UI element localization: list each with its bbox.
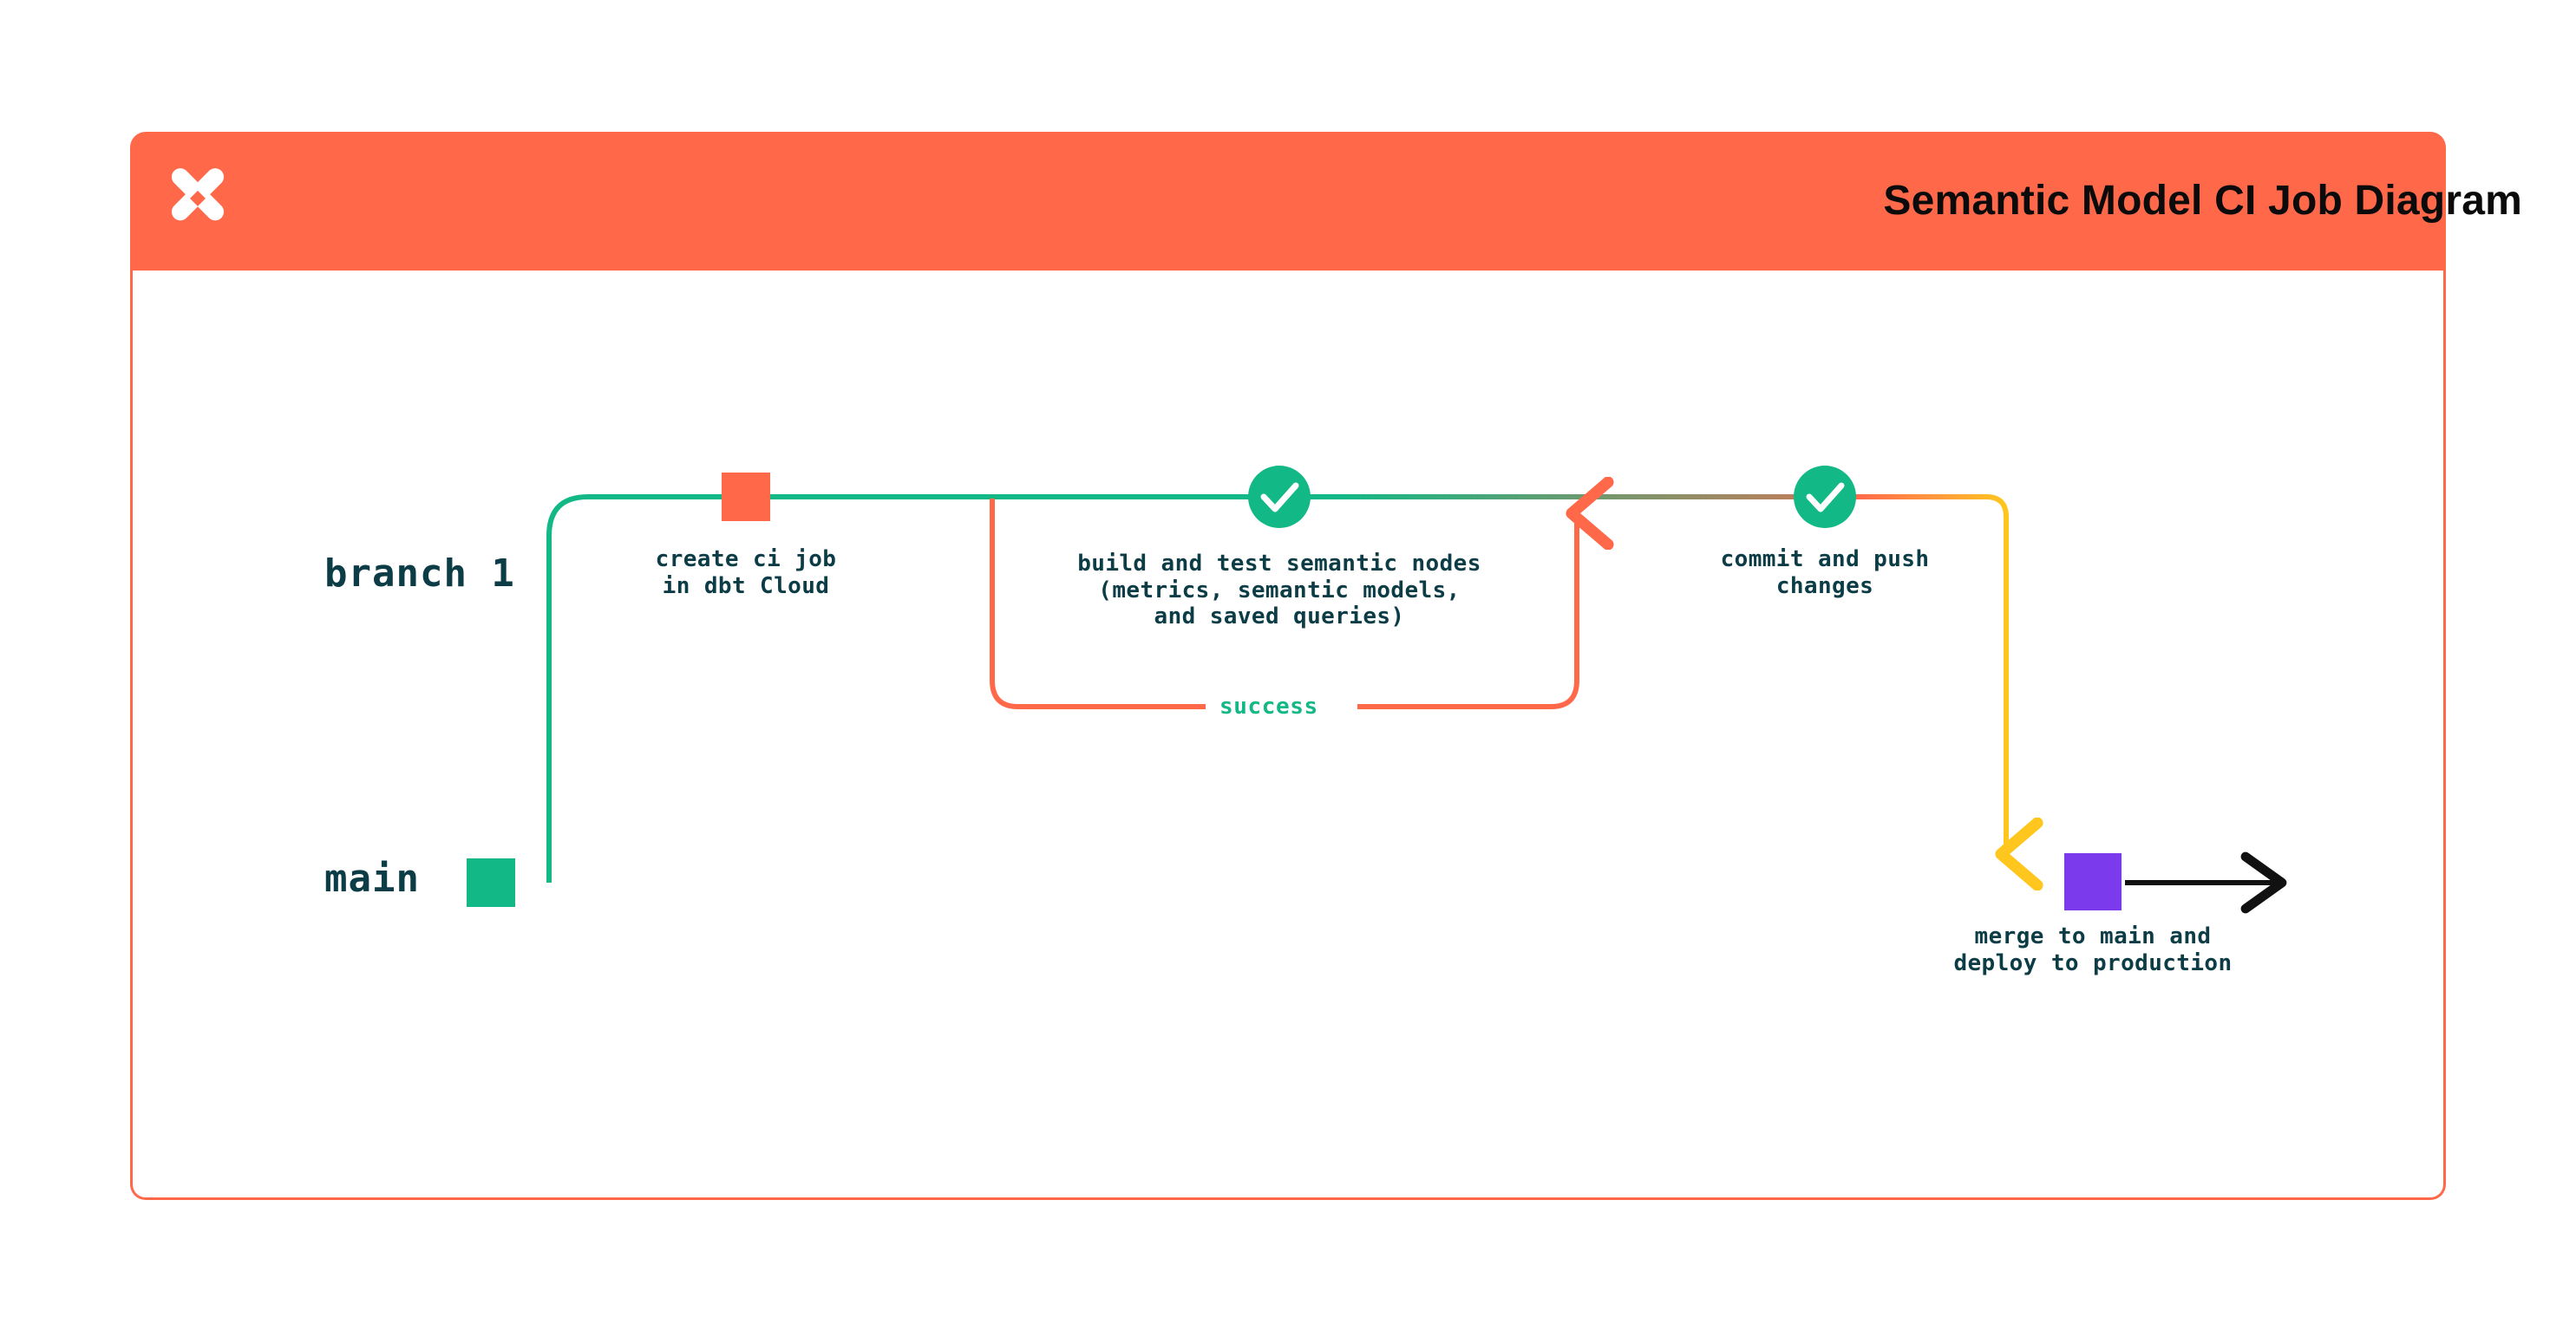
caption-create-ci-job: create ci job in dbt Cloud xyxy=(655,546,837,599)
diagram-card xyxy=(130,132,2446,1200)
page-title: Semantic Model CI Job Diagram xyxy=(1883,178,2522,224)
caption-build-and-test: build and test semantic nodes (metrics, … xyxy=(1077,551,1481,630)
edge-label-success: success xyxy=(1219,694,1318,720)
caption-merge-to-main: merge to main and deploy to production xyxy=(1953,923,2233,976)
dbt-logo-icon xyxy=(158,161,238,241)
card-body xyxy=(130,271,2446,1200)
card-header xyxy=(130,132,2446,272)
branch-label-branch-1: branch 1 xyxy=(324,551,515,596)
branch-label-main: main xyxy=(324,857,420,901)
caption-commit-and-push: commit and push changes xyxy=(1720,546,1930,599)
